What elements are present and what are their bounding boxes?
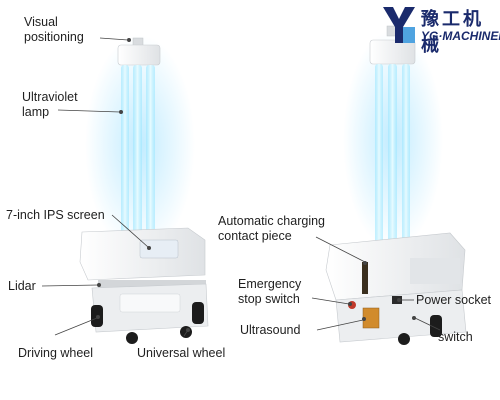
driving-wheel	[430, 315, 442, 337]
universal-wheel	[180, 326, 192, 338]
uv-tube	[388, 64, 397, 244]
brand-chinese-name: 豫工机械	[421, 9, 484, 56]
lamp-top-cap	[117, 44, 161, 66]
uv-tube	[121, 65, 129, 240]
right-robot	[325, 25, 467, 345]
driving-wheel	[192, 302, 204, 324]
leader-lines	[41, 37, 441, 337]
label-power-socket: Power socket	[416, 293, 492, 307]
uv-tube	[375, 64, 383, 244]
universal-wheel	[398, 333, 410, 345]
brand-logo: 豫工机械 YG·MACHINERY	[381, 5, 500, 56]
base-panel	[119, 293, 181, 313]
label-ips-screen: 7-inch IPS screen	[6, 208, 105, 222]
label-ultrasound: Ultrasound	[240, 323, 301, 337]
charging-contact	[362, 262, 368, 294]
uv-tube	[402, 64, 410, 244]
label-visual-positioning: Visual positioning	[24, 15, 84, 44]
label-lidar: Lidar	[8, 279, 36, 293]
lidar-slot	[98, 280, 206, 288]
brand-english-name: YG·MACHINERY	[421, 29, 500, 43]
ips-screen	[139, 239, 179, 259]
uv-tube	[146, 65, 155, 240]
label-driving-wheel: Driving wheel	[18, 346, 94, 360]
label-charging-contact: Automatic charging contact piece	[218, 214, 326, 243]
yg-logo-icon	[383, 7, 415, 43]
uv-tube	[133, 65, 142, 240]
universal-wheel	[126, 332, 138, 344]
label-ultraviolet-lamp: Ultraviolet lamp	[22, 90, 78, 119]
side-recess	[410, 258, 460, 284]
label-universal-wheel: Universal wheel	[137, 346, 226, 360]
left-robot	[79, 35, 209, 344]
label-emergency-stop: Emergency stop switch	[238, 277, 302, 306]
label-switch: switch	[438, 330, 473, 344]
